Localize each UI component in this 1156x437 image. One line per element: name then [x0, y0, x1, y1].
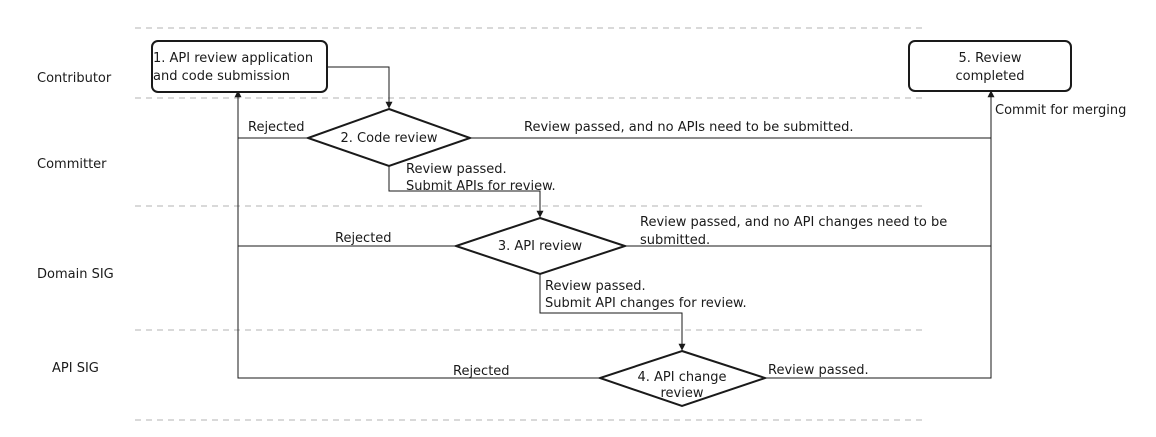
edge-change-review-passed	[765, 90, 995, 379]
edge-label-code-review-rejected: Rejected	[248, 120, 305, 135]
edge-label-code-review-submit: Submit APIs for review.	[406, 179, 556, 194]
edge-label-api-review-passed: submitted.	[640, 233, 710, 248]
node-label: 1. API review application	[153, 51, 313, 66]
edge-submit-to-code-review	[327, 66, 393, 109]
node-label: and code submission	[153, 69, 290, 84]
edge-change-review-rejected	[234, 90, 600, 379]
node-label: review	[661, 386, 704, 401]
node-label: 2. Code review	[341, 131, 438, 146]
edge-label-api-review-submit: Submit API changes for review.	[545, 296, 747, 311]
edge-label-code-review-submit: Review passed.	[406, 162, 507, 177]
node-code-review: 2. Code review	[304, 107, 474, 168]
node-api-review: 3. API review	[452, 216, 629, 276]
node-label: 3. API review	[498, 239, 583, 254]
edge-label-api-review-passed: Review passed, and no API changes need t…	[640, 215, 947, 230]
edge-api-review-to-change-review	[539, 274, 686, 351]
lane-label-api-sig: API SIG	[52, 361, 99, 376]
node-api-review-application: 1. API review application and code submi…	[151, 40, 328, 93]
lane-label-committer: Committer	[37, 157, 107, 172]
node-label: 5. Review	[959, 51, 1022, 66]
edge-code-review-to-api-review	[388, 164, 544, 218]
edge-label-api-review-submit: Review passed.	[545, 279, 646, 294]
node-label: 4. API change	[637, 370, 726, 385]
node-api-change-review: 4. API change review	[596, 349, 769, 408]
edge-label-change-review-rejected: Rejected	[453, 364, 510, 379]
lane-label-contributor: Contributor	[37, 71, 112, 86]
edge-label-code-review-passed: Review passed, and no APIs need to be su…	[524, 120, 853, 135]
node-label: completed	[956, 69, 1025, 84]
lane-label-domain-sig: Domain SIG	[37, 267, 114, 282]
edge-label-api-review-rejected: Rejected	[335, 231, 392, 246]
node-review-completed: 5. Review completed	[908, 40, 1072, 92]
edge-label-commit-for-merging: Commit for merging	[995, 103, 1126, 118]
connectors	[234, 66, 995, 379]
edge-label-change-review-passed: Review passed.	[768, 363, 869, 378]
